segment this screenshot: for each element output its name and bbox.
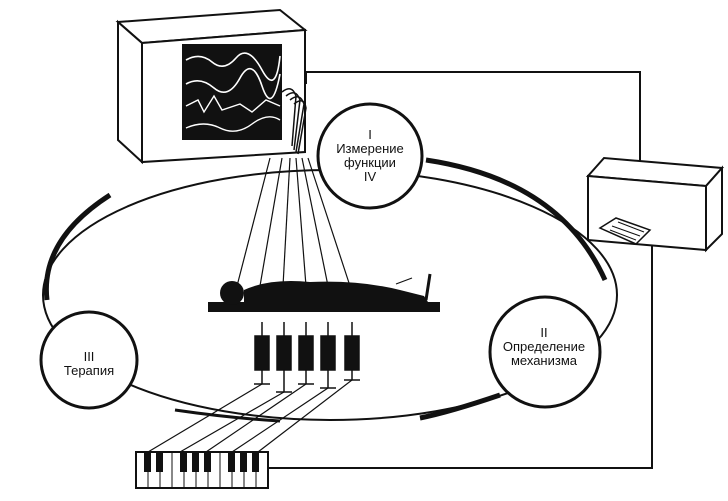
node-label-measure: I Измерение функции IV (318, 128, 422, 184)
node-mechanism-line-3: механизма (510, 353, 578, 368)
monitor-icon (115, 8, 308, 165)
node-measure-line-3: функции (344, 155, 396, 170)
node-mechanism-line-1: II (540, 325, 548, 340)
patient-icon (208, 273, 440, 312)
node-circle-therapy (39, 310, 139, 410)
node-circle-measure (316, 102, 424, 210)
node-measure-line-1: I (368, 127, 372, 142)
node-label-therapy: III Терапия (46, 350, 132, 378)
lead-wires (236, 157, 351, 287)
node-circle-mechanism (488, 295, 602, 409)
node-measure-line-4: IV (363, 169, 377, 184)
syringe-icon (254, 322, 360, 393)
node-therapy-line-2: Терапия (63, 363, 115, 378)
node-measure-line-2: Измерение (336, 141, 404, 156)
control-wires (147, 379, 353, 453)
keyboard-icon (135, 451, 269, 489)
node-label-mechanism: II Определение механизма (488, 326, 600, 368)
node-mechanism-line-2: Определение (502, 339, 586, 354)
printer-icon (585, 156, 725, 253)
node-therapy-line-1: III (83, 349, 95, 364)
